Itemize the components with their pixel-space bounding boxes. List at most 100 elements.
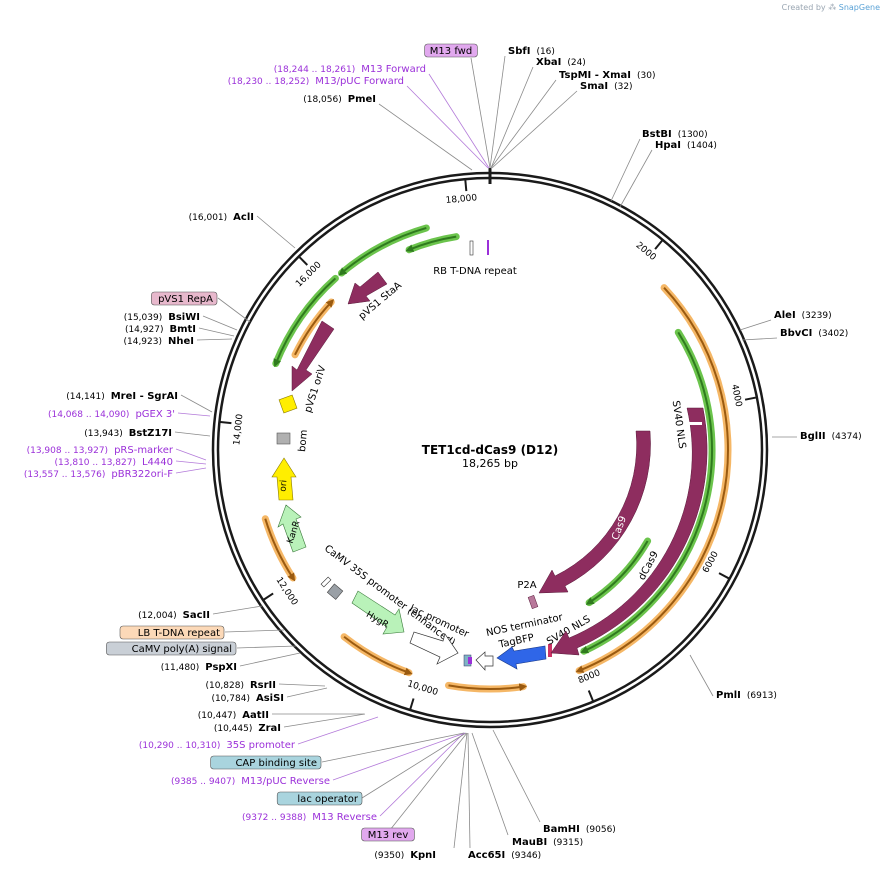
- feature-ori[interactable]: ori: [271, 457, 297, 501]
- orf-arc[interactable]: [340, 633, 413, 677]
- feature-rb-tdna-repeat[interactable]: RB T-DNA repeat: [433, 240, 517, 277]
- site-sacii[interactable]: (12,004)SacII: [138, 605, 263, 621]
- site-pvs1-repa[interactable]: pVS1 RepA: [151, 291, 251, 323]
- site-label: AleI(3239): [774, 310, 832, 321]
- site-label: (13,943)BstZ17I: [84, 428, 172, 439]
- svg-text:bom: bom: [297, 429, 310, 452]
- feature-tagbfp[interactable]: TagBFP: [496, 632, 547, 670]
- feature-kanr[interactable]: KanR: [277, 504, 307, 553]
- site-cap-binding-site[interactable]: CAP binding site: [210, 732, 465, 770]
- site-pbr322ori-f[interactable]: (13,557 .. 13,576)pBR322ori-F: [24, 467, 207, 480]
- site-label: (16,001)AclI: [189, 212, 254, 223]
- leader-line: [361, 732, 467, 799]
- site-pgex-3[interactable]: (14,068 .. 14,090)pGEX 3': [48, 409, 211, 420]
- site-nhei[interactable]: (14,923)NheI: [123, 336, 233, 347]
- site-pmli[interactable]: PmlI(6913): [689, 654, 777, 701]
- site-label: (9385 .. 9407)M13/pUC Reverse: [171, 776, 330, 787]
- feature-pvs1-staa[interactable]: pVS1 StaA: [347, 271, 404, 322]
- green-arc[interactable]: [272, 274, 339, 367]
- site-label: (14,923)NheI: [123, 336, 194, 347]
- site-xbai[interactable]: XbaI(24): [490, 57, 586, 169]
- site-lb-t-dna-repeat[interactable]: LB T-DNA repeat: [119, 625, 285, 640]
- arc-direction: [338, 226, 427, 276]
- site-label: (11,480)PspXI: [161, 662, 237, 673]
- site-acc65i[interactable]: Acc65I(9346): [467, 732, 541, 861]
- leader-line: [489, 55, 506, 169]
- label-box: [119, 625, 225, 640]
- feature-pvs1-oriv[interactable]: pVS1 oriV: [291, 320, 335, 414]
- site-kpni[interactable]: (9350)KpnI: [374, 732, 468, 861]
- leader-line: [239, 652, 301, 667]
- site-bbvci[interactable]: BbvCI(3402): [741, 328, 848, 341]
- arc-direction: [580, 331, 713, 654]
- leader-line: [286, 687, 328, 698]
- feature-bom[interactable]: bom: [276, 429, 310, 452]
- leader-line: [321, 732, 465, 763]
- leader-line: [175, 448, 207, 461]
- leader-line: [236, 645, 297, 649]
- feature-cap-box[interactable]: [468, 657, 472, 664]
- site-asisi[interactable]: (10,784)AsiSI: [211, 687, 328, 704]
- site-bglii[interactable]: BglII(4374): [772, 431, 862, 442]
- site-smai[interactable]: SmaI(32): [491, 81, 633, 169]
- site-m13-forward[interactable]: (18,244 .. 18,261)M13 Forward: [274, 64, 490, 169]
- site-m13-fwd[interactable]: M13 fwd: [424, 43, 491, 169]
- site-maubi[interactable]: MauBI(9315): [471, 732, 583, 848]
- site-label: (18,244 .. 18,261)M13 Forward: [274, 64, 426, 75]
- site-label: (18,230 .. 18,252)M13/pUC Forward: [228, 76, 404, 87]
- ruler-tick: [298, 256, 309, 266]
- site-m13-rev[interactable]: M13 rev: [361, 732, 468, 842]
- label-box: [210, 755, 322, 770]
- site-tspmi-xmai[interactable]: TspMI - XmaI(30): [490, 70, 655, 169]
- site-acli[interactable]: (16,001)AclI: [189, 212, 296, 249]
- site-bmti[interactable]: (14,927)BmtI: [125, 324, 235, 337]
- site-bsiwi[interactable]: (15,039)BsiWI: [124, 312, 238, 331]
- site-label: (10,447)AatII: [198, 710, 269, 721]
- site-label: SbfI(16): [508, 46, 555, 57]
- feature-oriv-box[interactable]: [278, 394, 298, 414]
- site-label: (10,290 .. 10,310)35S promoter: [139, 740, 296, 751]
- site-bstz17i[interactable]: (13,943)BstZ17I: [84, 428, 211, 439]
- site-rsrii[interactable]: (10,828)RsrII: [205, 680, 326, 691]
- site-bstbi[interactable]: BstBI(1300): [610, 129, 708, 202]
- feature-sv40-nls-top-label: SV40 NLS: [670, 400, 688, 450]
- site-m13-puc-reverse[interactable]: (9385 .. 9407)M13/pUC Reverse: [171, 732, 466, 787]
- site-m13-reverse[interactable]: (9372 .. 9388)M13 Reverse: [242, 732, 465, 823]
- site-mrei-sgrai[interactable]: (14,141)MreI - SgrAI: [66, 391, 213, 413]
- arc-direction: [448, 683, 528, 692]
- site-pspxi[interactable]: (11,480)PspXI: [161, 652, 301, 673]
- leader-line: [471, 732, 509, 836]
- svg-text:ori: ori: [279, 480, 290, 493]
- site-label: M13 rev: [368, 830, 409, 841]
- site-label: XbaI(24): [536, 57, 586, 68]
- ruler-tick-label: 2000: [634, 241, 658, 263]
- leader-line: [174, 431, 211, 437]
- site-l4440[interactable]: (13,810 .. 13,827)L4440: [55, 457, 207, 468]
- orf-arc[interactable]: [575, 284, 732, 675]
- site-zrai[interactable]: (10,445)ZraI: [214, 713, 366, 734]
- site-hpai[interactable]: HpaI(1404): [619, 140, 717, 208]
- site-35s-promoter[interactable]: (10,290 .. 10,310)35S promoter: [139, 716, 379, 751]
- leader-line: [379, 732, 465, 817]
- site-alei[interactable]: AleI(3239): [739, 310, 832, 331]
- site-label: BstBI(1300): [642, 129, 708, 140]
- site-bamhi[interactable]: BamHI(9056): [492, 729, 616, 835]
- site-aatii[interactable]: (10,447)AatII: [198, 710, 364, 721]
- label-box: [361, 827, 415, 842]
- site-pmei[interactable]: (18,056)PmeI: [303, 94, 473, 171]
- site-camv-poly-a-signal[interactable]: CaMV poly(A) signal: [106, 641, 297, 656]
- label-box: [424, 43, 478, 58]
- site-label: (13,908 .. 13,927)pRS-marker: [27, 445, 174, 456]
- leader-line: [389, 732, 468, 831]
- site-m13-puc-forward[interactable]: (18,230 .. 18,252)M13/pUC Forward: [228, 76, 489, 169]
- site-sbfi[interactable]: SbfI(16): [489, 46, 555, 169]
- feature-sv40-nls-small[interactable]: [548, 644, 552, 657]
- feature-p2a[interactable]: P2A: [517, 580, 539, 609]
- site-prs-marker[interactable]: (13,908 .. 13,927)pRS-marker: [27, 445, 207, 461]
- site-labels: SbfI(16)XbaI(24) TspMI - XmaI(30)SmaI(32)…: [24, 43, 862, 861]
- site-label: SmaI(32): [580, 81, 633, 92]
- leader-line: [428, 73, 490, 169]
- site-lac-operator[interactable]: lac operator: [276, 732, 467, 806]
- site-label: (13,557 .. 13,576)pBR322ori-F: [24, 469, 173, 480]
- created-by-label: Created by: [781, 3, 826, 12]
